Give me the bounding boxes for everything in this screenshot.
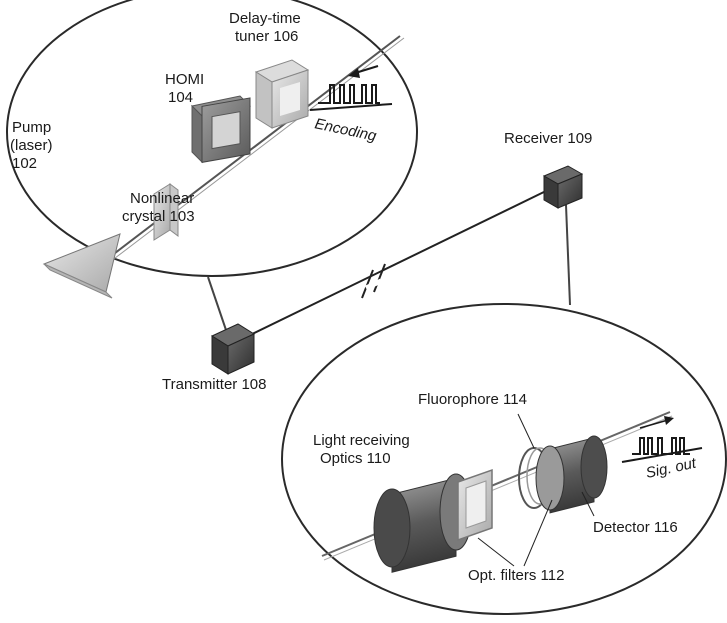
pump-label-line3: 102 — [12, 155, 37, 172]
homi-label-line2: 104 — [168, 89, 193, 106]
leader-filter-left — [477, 537, 515, 567]
crystal-label-line2: crystal 103 — [122, 208, 195, 225]
signal-out-waveform — [621, 416, 703, 463]
crystal-label-line1: Nonlinear — [130, 190, 194, 207]
pump-laser-icon — [42, 233, 121, 299]
nonlinear-crystal-icon — [153, 183, 179, 241]
leader-detector — [581, 491, 595, 517]
optical-filter-icon — [457, 468, 493, 542]
encoding-waveform — [309, 65, 393, 111]
link-transmitter-to-receiver — [245, 189, 549, 338]
tuner-label-line1: Delay-time — [229, 10, 301, 27]
receiver-icon — [542, 165, 584, 209]
homi-icon — [190, 95, 252, 164]
tuner-label-line2: tuner 106 — [235, 28, 298, 45]
link-break-gap — [364, 278, 383, 291]
connector-receiver-to-bottom-ellipse — [565, 204, 571, 306]
leader-filter-right — [523, 499, 553, 567]
fluorophore-label: Fluorophore 114 — [418, 391, 527, 408]
link-break-mark-1 — [361, 269, 374, 299]
optics-label-line2: Optics 110 — [320, 450, 391, 467]
delay-tuner-icon — [254, 59, 310, 129]
filters-label: Opt. filters 112 — [468, 567, 564, 584]
optics-label-line1: Light receiving — [313, 432, 410, 449]
pump-label-line1: Pump — [12, 119, 51, 136]
transmitter-label: Transmitter 108 — [162, 376, 266, 393]
detector-label: Detector 116 — [593, 519, 678, 536]
receiver-label: Receiver 109 — [504, 130, 592, 147]
homi-label-line1: HOMI — [165, 71, 204, 88]
transmitter-icon — [210, 323, 256, 375]
pump-label-line2: (laser) — [10, 137, 53, 154]
connector-top-ellipse-to-transmitter — [207, 276, 227, 331]
leader-fluorophore — [517, 413, 535, 449]
link-break-mark-2 — [373, 263, 386, 293]
